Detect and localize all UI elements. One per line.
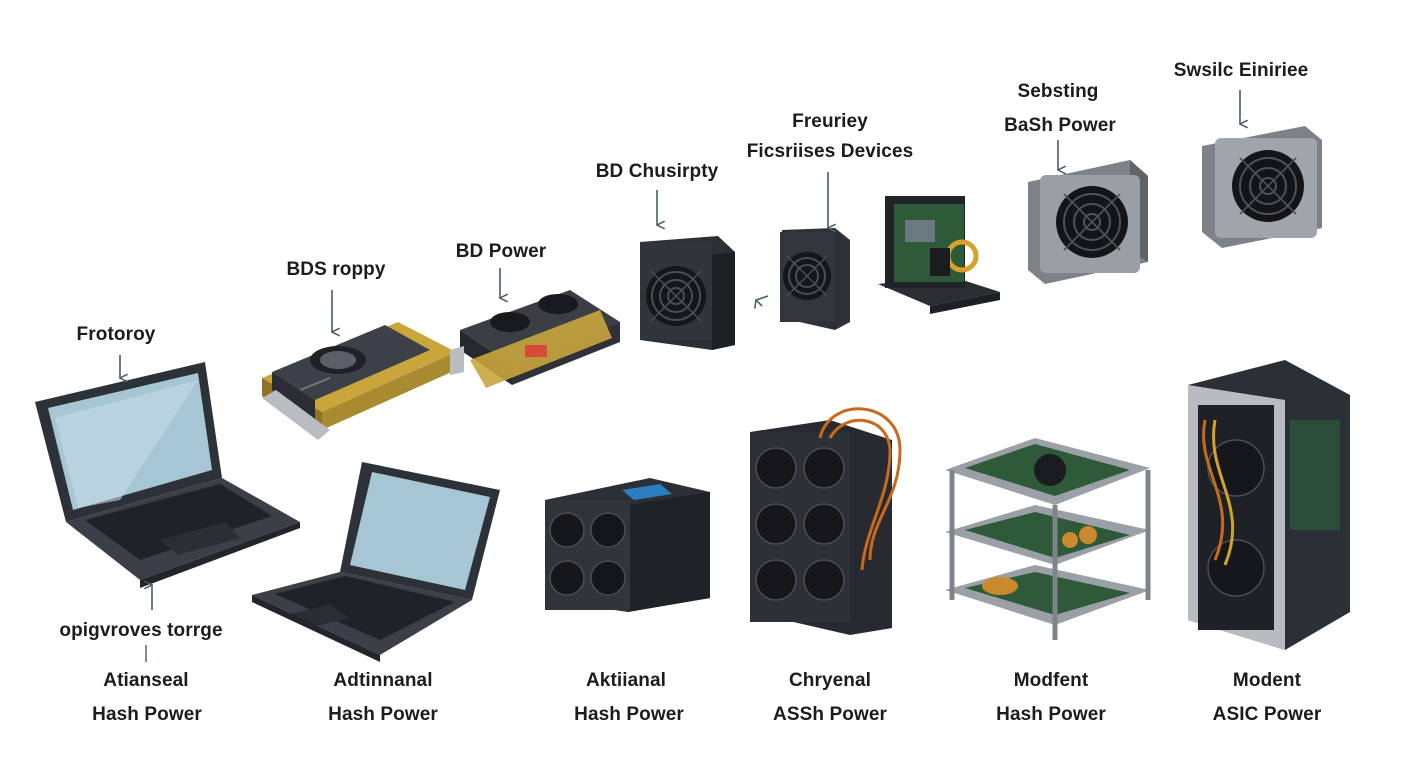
miner-box-icon: [640, 236, 735, 350]
arrow: [756, 295, 769, 300]
bottom-label-4-line1: Chryenal: [788, 670, 872, 691]
gpu-card-icon: [262, 322, 456, 440]
asic-tower-icon: [1188, 360, 1350, 650]
bottom-label-1-line1: Atianseal: [103, 670, 189, 691]
label-small-fan-line2: Ficsriises Devices: [746, 141, 914, 162]
label-laptop-top: Frotoroy: [76, 324, 156, 345]
label-gpu2: BD Power: [455, 241, 547, 262]
bottom-label-4-line2: ASSh Power: [773, 704, 887, 725]
bottom-label-5-line1: Modfent: [1013, 670, 1089, 691]
mining-rig-frame-icon: [945, 438, 1151, 640]
label-top-right-unit: Swsilc Einiriee: [1173, 60, 1309, 81]
pcb-device-icon: [878, 196, 1000, 314]
label-gpu1: BDS roppy: [286, 259, 386, 280]
gpu-card-icon: [450, 290, 620, 388]
bottom-label-1-line2: Hash Power: [92, 704, 202, 725]
bottom-label-5-line2: Hash Power: [996, 704, 1106, 725]
laptop-icon: [252, 462, 500, 662]
label-laptop-bottom: opigvroves torrge: [59, 620, 223, 641]
bottom-label-3-line1: Aktiianal: [585, 670, 667, 691]
miner-box-icon: [545, 478, 710, 612]
label-small-fan-line1: Freuriey: [792, 111, 868, 132]
bottom-label-6-line2: ASIC Power: [1212, 704, 1322, 725]
fan-unit-icon: [780, 228, 850, 330]
fan-unit-icon: [1028, 160, 1148, 284]
laptop-icon: [35, 362, 300, 588]
label-box-miner: BD Chusirpty: [595, 161, 719, 182]
bottom-label-6-line1: Modent: [1232, 670, 1302, 691]
bottom-label-2-line2: Hash Power: [328, 704, 438, 725]
fan-unit-icon: [1202, 126, 1322, 248]
label-fan-unit-line1: Sebsting: [1017, 81, 1099, 102]
bottom-label-3-line2: Hash Power: [574, 704, 684, 725]
label-fan-unit-line2: BaSh Power: [1004, 115, 1116, 136]
bottom-label-2-line1: Adtinnanal: [333, 670, 433, 691]
miner-rack-icon: [750, 407, 902, 635]
